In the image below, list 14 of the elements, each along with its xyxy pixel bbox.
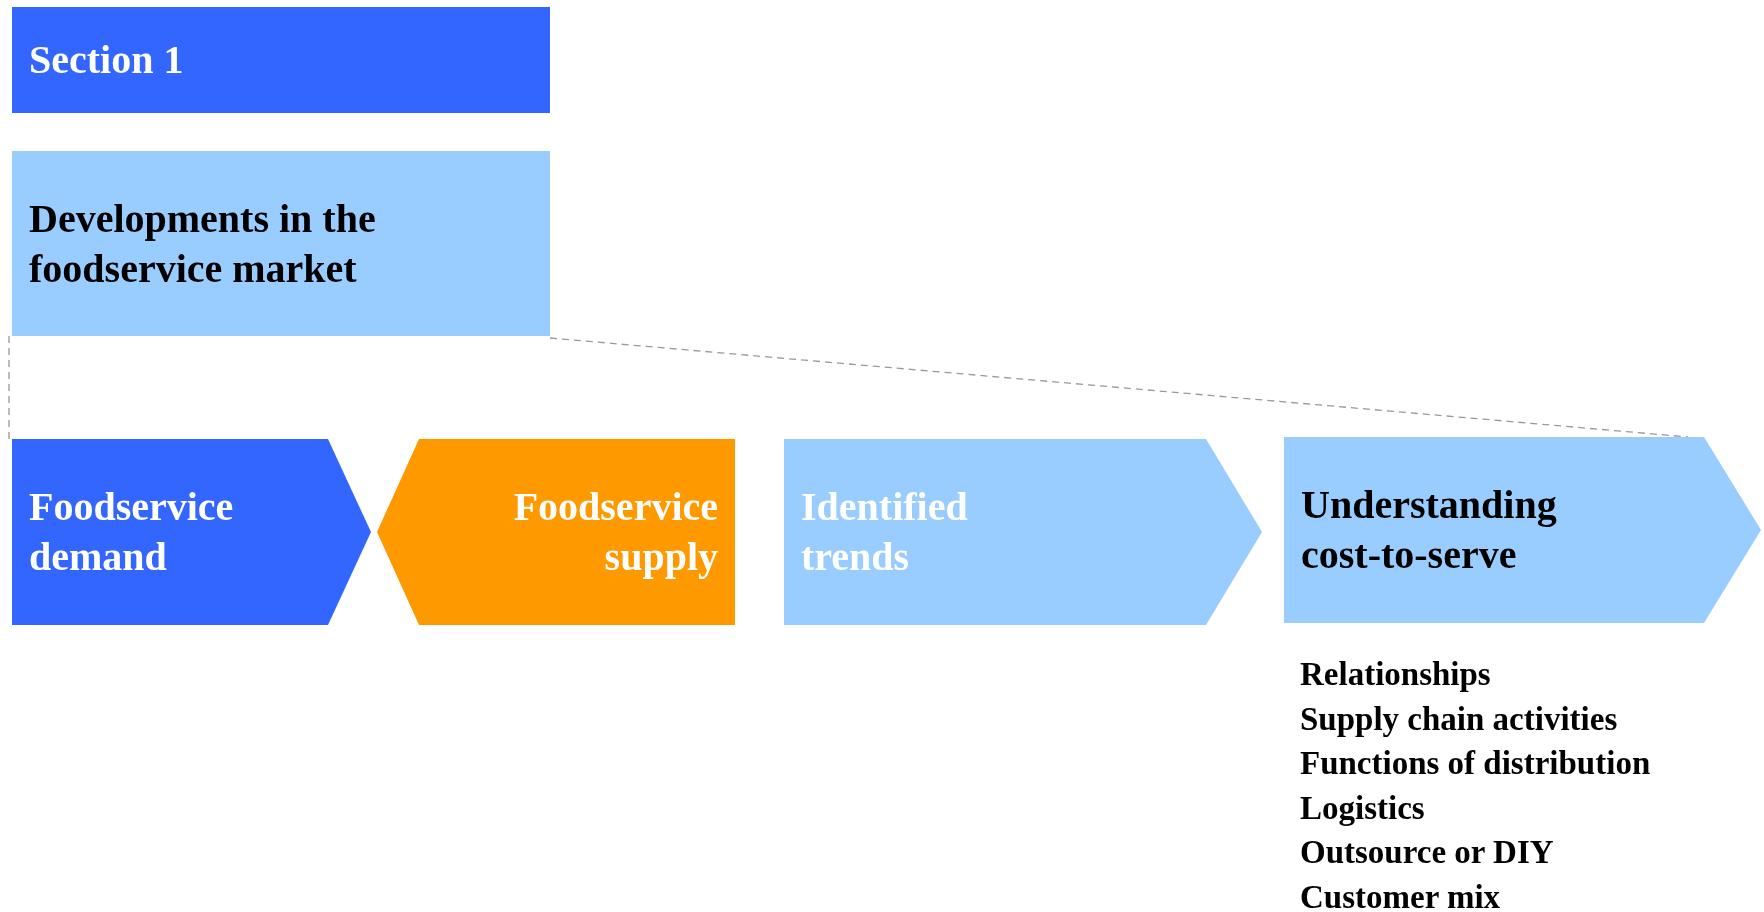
list-item: Supply chain activities (1300, 699, 1618, 739)
list-item: Functions of distribution (1300, 744, 1651, 783)
step-title: Foodservice demand (29, 483, 235, 581)
step-title: Developments in the foodservice market (29, 194, 377, 293)
step-title: Understanding cost-to-serve (1301, 481, 1558, 579)
step-title: Foodservice supply (512, 483, 718, 581)
dashed-line (8, 335, 10, 440)
list-item: Logistics (1300, 788, 1425, 828)
list-item: Outsource or DIY (1300, 833, 1554, 872)
step-title: Section 1 (29, 36, 184, 84)
list-item: Relationships (1300, 655, 1491, 694)
list-item: Customer mix (1300, 877, 1501, 912)
dashed-line (549, 337, 1689, 438)
step-title: Identified trends (801, 483, 969, 581)
